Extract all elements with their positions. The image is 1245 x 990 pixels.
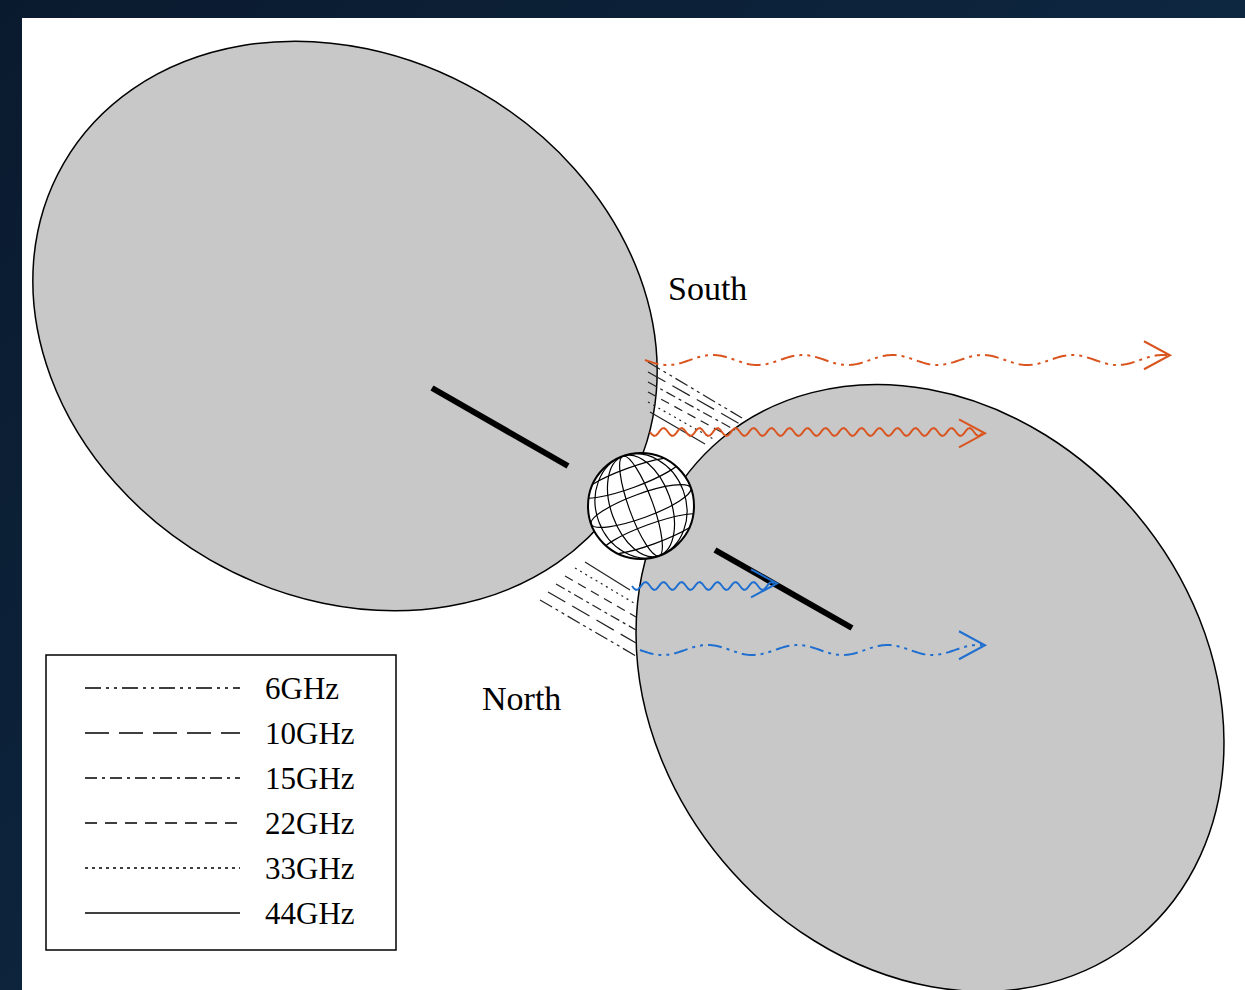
legend-text: 6GHz bbox=[265, 673, 339, 704]
arrow-head bbox=[751, 569, 777, 597]
legend-line-sample bbox=[85, 777, 240, 779]
legend-text: 10GHz bbox=[265, 718, 355, 749]
wave-arrow bbox=[650, 428, 982, 436]
arrow-head bbox=[1144, 341, 1170, 369]
wave-arrow bbox=[632, 582, 774, 590]
globe bbox=[573, 438, 709, 574]
legend-line-sample bbox=[85, 912, 240, 914]
legend-line-sample bbox=[85, 732, 240, 734]
axis-bar bbox=[715, 550, 852, 628]
legend-line-sample bbox=[85, 867, 240, 869]
legend-text: 22GHz bbox=[265, 808, 355, 839]
axis-bar bbox=[432, 388, 568, 466]
wave-arrow bbox=[645, 355, 1167, 365]
hatch-lines bbox=[540, 362, 742, 656]
legend-line-sample bbox=[85, 822, 240, 824]
region-label: North bbox=[482, 682, 561, 716]
legend-text: 15GHz bbox=[265, 763, 355, 794]
legend-line-sample bbox=[85, 687, 240, 689]
legend-box bbox=[46, 655, 396, 950]
region-label: South bbox=[668, 272, 747, 306]
legend-text: 33GHz bbox=[265, 853, 355, 884]
lobe bbox=[514, 265, 1245, 990]
legend-text: 44GHz bbox=[265, 898, 355, 929]
arrow-head bbox=[959, 419, 985, 447]
arrow-head bbox=[959, 631, 985, 659]
wave-arrow bbox=[640, 645, 982, 655]
